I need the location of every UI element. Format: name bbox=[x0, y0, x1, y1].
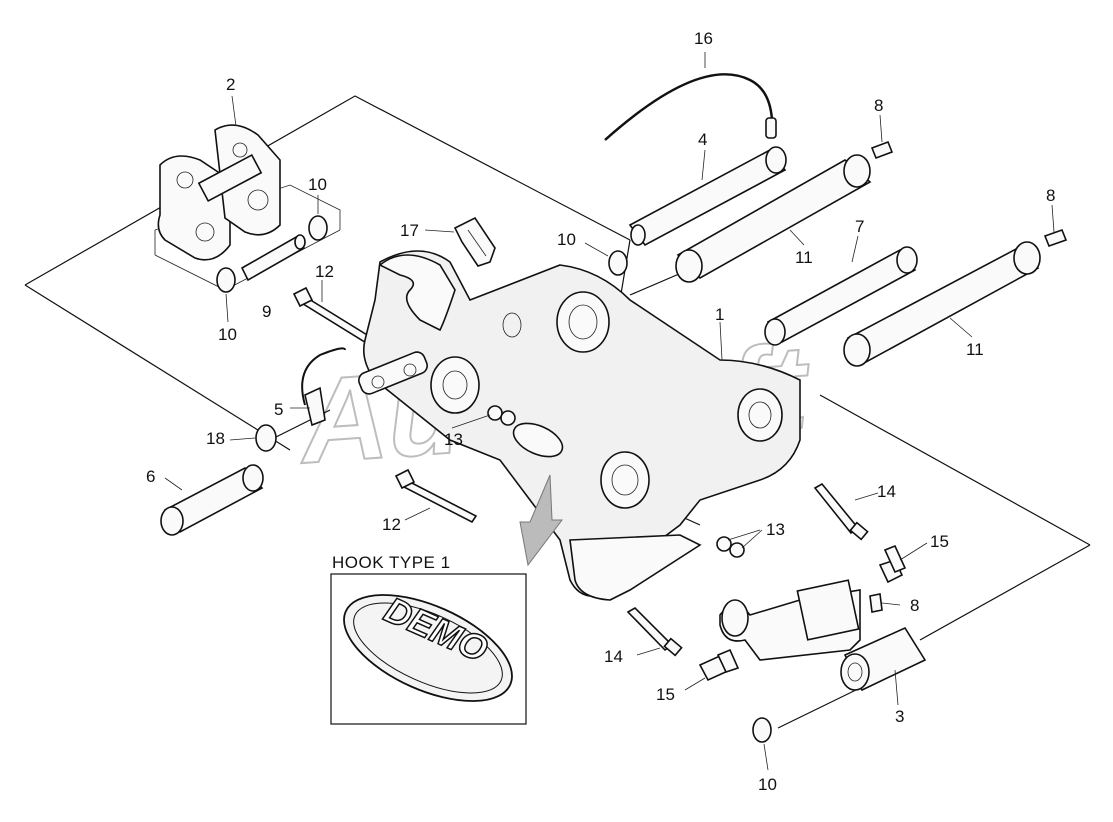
part-13-nuts-lower bbox=[716, 536, 745, 558]
part-18-ring bbox=[255, 424, 277, 452]
part-7-sleeve bbox=[764, 246, 918, 346]
part-15-elbow-lower bbox=[698, 648, 740, 682]
callout-9: 9 bbox=[262, 302, 271, 321]
callout-18: 18 bbox=[206, 429, 225, 448]
callout-10-mid: 10 bbox=[557, 230, 576, 249]
callout-7: 7 bbox=[855, 217, 864, 236]
callout-16: 16 bbox=[694, 29, 713, 48]
leader-lines bbox=[164, 52, 1055, 771]
callout-8-top: 8 bbox=[874, 96, 883, 115]
callout-14-lower: 14 bbox=[604, 647, 623, 666]
callout-11-upper: 11 bbox=[795, 248, 813, 267]
part-15-elbow-upper bbox=[878, 544, 907, 584]
part-8-fitting-c bbox=[869, 593, 883, 613]
part-10-ring-left bbox=[216, 267, 236, 293]
part-3-hydraulic-cylinder bbox=[719, 579, 927, 692]
part-2-bracket bbox=[157, 124, 281, 261]
callout-8-right: 8 bbox=[1046, 186, 1055, 205]
part-4-cylinder bbox=[628, 146, 787, 247]
part-9-pin bbox=[240, 234, 306, 282]
callout-8-bottom: 8 bbox=[910, 596, 919, 615]
part-11-cylinder-lower bbox=[843, 241, 1041, 367]
callout-13-left: 13 bbox=[444, 430, 463, 449]
callout-15-lower: 15 bbox=[656, 685, 675, 704]
callout-4: 4 bbox=[698, 130, 707, 149]
part-17-clip bbox=[453, 216, 496, 267]
part-8-fitting-a bbox=[870, 140, 894, 160]
part-10-ring-bottom bbox=[752, 717, 772, 743]
part-13-nuts-upper bbox=[487, 405, 516, 426]
part-16-cable-end bbox=[765, 117, 777, 139]
callout-12-lower: 12 bbox=[382, 515, 401, 534]
callout-14-upper: 14 bbox=[877, 482, 896, 501]
part-5-lock-pin bbox=[301, 347, 346, 427]
part-8-fitting-b bbox=[1043, 228, 1068, 248]
callout-6: 6 bbox=[146, 467, 155, 486]
part-1-main-frame bbox=[358, 250, 801, 601]
callout-15-upper: 15 bbox=[930, 532, 949, 551]
part-14-fitting-upper bbox=[813, 482, 869, 541]
callout-10-top: 10 bbox=[308, 175, 327, 194]
callout-11-lower: 11 bbox=[966, 340, 984, 359]
callout-12-upper: 12 bbox=[315, 262, 334, 281]
inset-hook-type-1: HOOK TYPE 1 DEMO bbox=[330, 553, 527, 725]
part-11-cylinder-upper bbox=[675, 154, 872, 283]
inset-arrow bbox=[519, 474, 564, 567]
inset-title: HOOK TYPE 1 bbox=[332, 553, 451, 572]
callout-17: 17 bbox=[400, 221, 419, 240]
part-12-bolt-lower bbox=[394, 468, 478, 524]
callout-10-left: 10 bbox=[218, 325, 237, 344]
callout-5: 5 bbox=[274, 400, 283, 419]
callout-13-right: 13 bbox=[766, 520, 785, 539]
part-16-cable bbox=[604, 73, 774, 141]
callouts: 1 2 3 4 5 6 7 8 8 8 9 10 10 10 10 11 11 … bbox=[146, 29, 1055, 794]
part-10-ring-upper bbox=[308, 215, 328, 241]
callout-1: 1 bbox=[715, 305, 724, 324]
callout-10-bottom: 10 bbox=[758, 775, 777, 794]
callout-2: 2 bbox=[226, 75, 235, 94]
part-12-bolt-upper bbox=[292, 286, 374, 346]
part-10-ring-mid bbox=[608, 250, 628, 276]
part-6-pin bbox=[160, 464, 264, 536]
part-14-fitting-lower bbox=[626, 607, 683, 657]
demo-logo-badge bbox=[343, 594, 513, 702]
callout-3: 3 bbox=[895, 707, 904, 726]
